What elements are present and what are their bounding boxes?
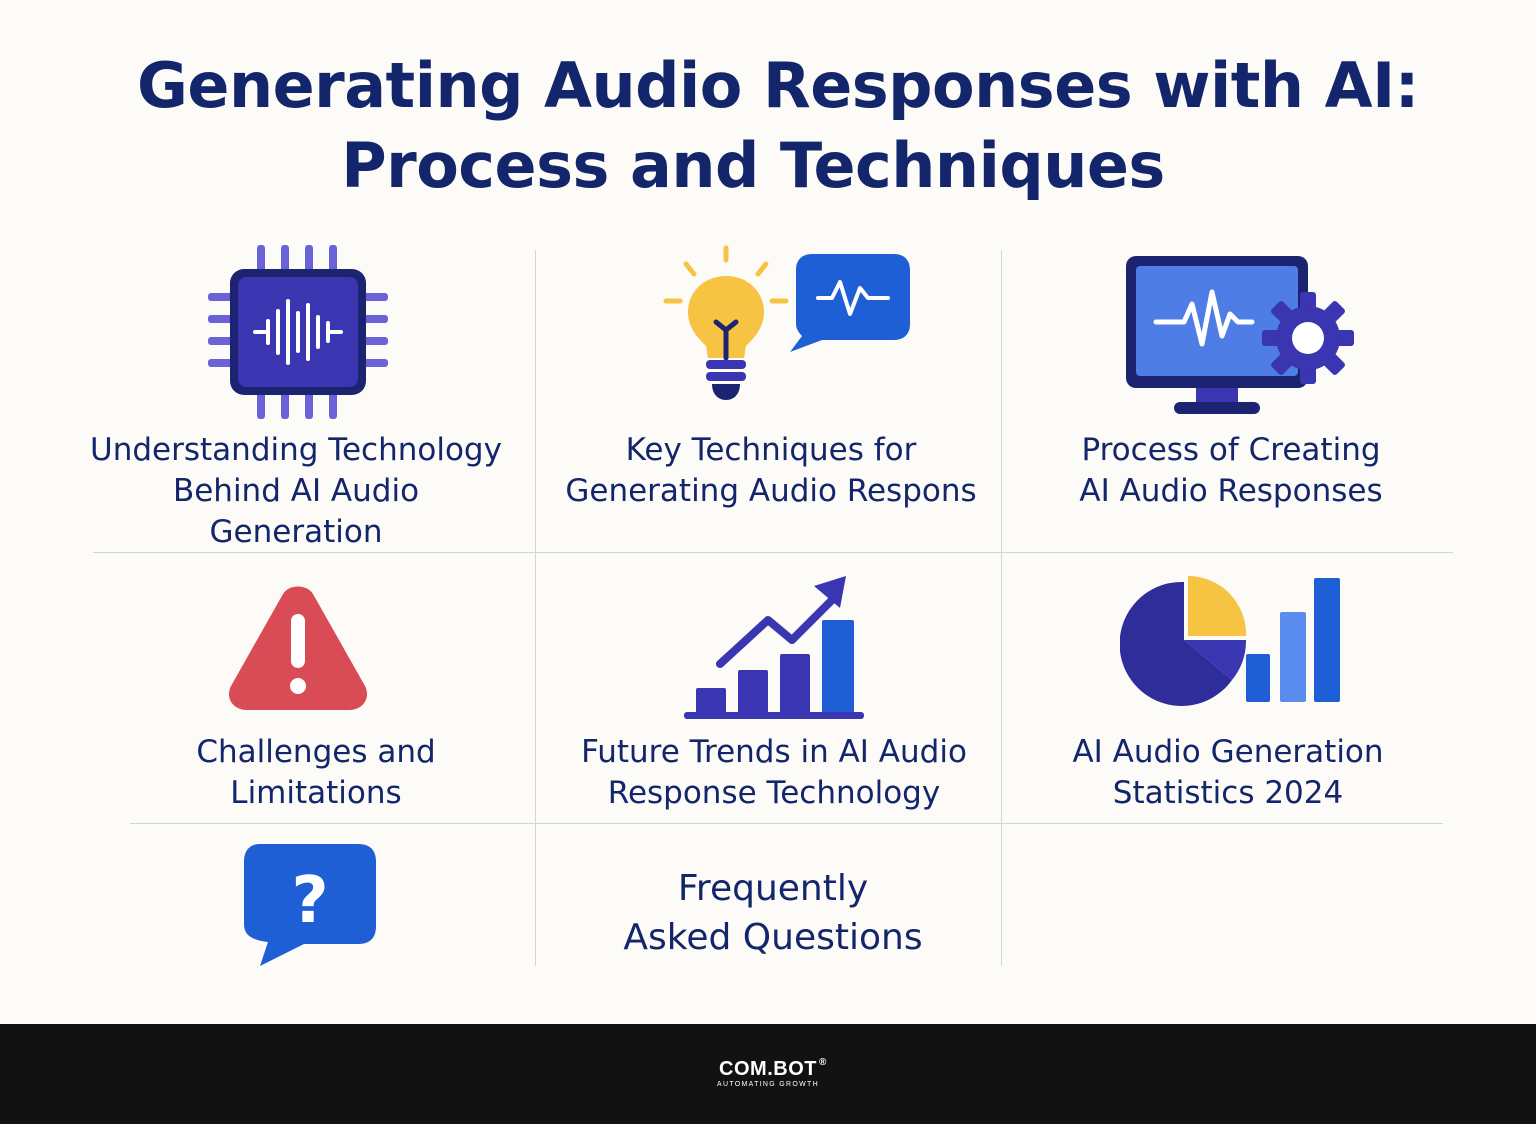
trend-bar-chart-icon bbox=[684, 576, 864, 719]
page-title: Generating Audio Responses with AI: Proc… bbox=[0, 46, 1536, 206]
lightbulb-speech-bubble-icon bbox=[663, 245, 910, 400]
question-speech-bubble-icon: ? bbox=[244, 844, 376, 966]
title-line-1: Generating Audio Responses with AI: bbox=[137, 49, 1419, 122]
card-label: AI Audio Generation Statistics 2024 bbox=[1072, 734, 1384, 811]
grid-divider-h1 bbox=[93, 552, 1453, 553]
grid-divider-h2 bbox=[130, 823, 1443, 824]
card-label: Frequently Asked Questions bbox=[623, 868, 923, 958]
card-label: Understanding Technology Behind AI Audio… bbox=[90, 432, 502, 550]
grid-divider-v1 bbox=[535, 250, 536, 966]
card-label: Future Trends in AI Audio Response Techn… bbox=[581, 734, 967, 811]
warning-triangle-icon bbox=[228, 586, 368, 710]
brand-logo[interactable]: COM.BOT® AUTOMATING GROWTH bbox=[0, 1057, 1536, 1089]
monitor-waveform-gear-icon bbox=[1126, 256, 1354, 414]
brand-name: COM.BOT® bbox=[0, 1057, 1536, 1080]
title-line-2: Process and Techniques bbox=[341, 129, 1165, 202]
footer-bar: COM.BOT® AUTOMATING GROWTH bbox=[0, 1024, 1536, 1124]
pie-bar-statistics-icon bbox=[1120, 576, 1340, 706]
card-label: Process of Creating AI Audio Responses bbox=[1079, 432, 1383, 509]
svg-text:?: ? bbox=[291, 864, 328, 938]
ai-chip-soundwave-icon bbox=[208, 245, 388, 419]
registered-mark: ® bbox=[818, 1057, 827, 1068]
card-label: Key Techniques for Generating Audio Resp… bbox=[565, 432, 977, 509]
grid-divider-v2 bbox=[1001, 250, 1002, 966]
brand-tagline: AUTOMATING GROWTH bbox=[717, 1081, 819, 1088]
card-label: Challenges and Limitations bbox=[196, 734, 436, 811]
